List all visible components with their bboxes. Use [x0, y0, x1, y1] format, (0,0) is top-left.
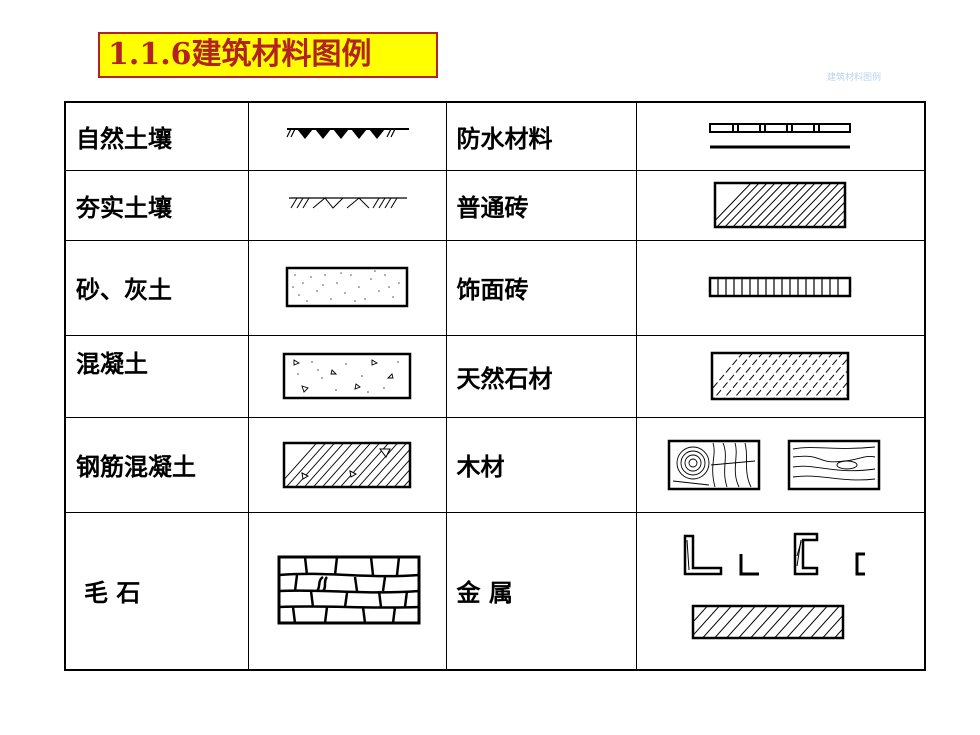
reinforced-concrete-pattern-icon — [282, 441, 412, 488]
legend-row: 混凝土 天然石材 — [64, 334, 926, 418]
facing-brick-pattern-icon — [709, 276, 852, 297]
waterproof-pattern-icon — [709, 123, 852, 149]
symbol-reinforced-concrete — [247, 416, 447, 513]
symbol-common-brick — [635, 169, 926, 241]
natural-soil-pattern-icon — [286, 128, 409, 140]
symbol-rubble-stone — [247, 511, 447, 671]
metal-pattern-icon — [684, 532, 866, 639]
brick-hatch-icon — [714, 181, 847, 229]
label-common-brick: 普通砖 — [445, 169, 637, 241]
label-wood: 木材 — [445, 416, 637, 513]
label-natural-soil: 自然土壤 — [64, 101, 249, 171]
symbol-natural-stone — [635, 334, 926, 418]
label-metal: 金 属 — [445, 511, 637, 671]
symbol-natural-soil — [247, 101, 447, 171]
natural-stone-hatch-icon — [711, 351, 850, 401]
label-natural-stone: 天然石材 — [445, 334, 637, 418]
label-rubble-stone: 毛 石 — [64, 511, 249, 671]
symbol-sand-lime-soil — [247, 239, 447, 336]
label-compacted-soil: 夯实土壤 — [64, 169, 249, 241]
compacted-soil-pattern-icon — [289, 197, 407, 209]
label-concrete: 混凝土 — [64, 334, 249, 418]
symbol-metal — [635, 511, 926, 671]
wood-pattern-icon — [668, 439, 881, 490]
legend-row: 钢筋混凝土 木材 — [64, 416, 926, 513]
label-facing-brick: 饰面砖 — [445, 239, 637, 336]
label-sand-lime-soil: 砂、灰土 — [64, 239, 249, 336]
material-legend-table: 自然土壤 防水材料 — [64, 101, 926, 671]
legend-row: 砂、灰土 饰面砖 — [64, 239, 926, 336]
concrete-pattern-icon — [282, 352, 412, 400]
watermark: 建筑材料图例 — [827, 73, 882, 83]
symbol-compacted-soil — [247, 169, 447, 241]
symbol-concrete — [247, 334, 447, 418]
rubble-stone-pattern-icon — [277, 555, 421, 625]
symbol-facing-brick — [635, 239, 926, 336]
legend-row: 夯实土壤 普通砖 — [64, 169, 926, 241]
label-reinforced-concrete: 钢筋混凝土 — [64, 416, 249, 513]
sand-pattern-icon — [285, 266, 409, 307]
symbol-waterproof-material — [635, 101, 926, 171]
legend-row: 自然土壤 防水材料 — [64, 101, 926, 171]
legend-row: 毛 石 金 属 — [64, 511, 926, 671]
symbol-wood — [635, 416, 926, 513]
label-waterproof-material: 防水材料 — [445, 101, 637, 171]
page-title: 1.1.6建筑材料图例 — [98, 32, 438, 78]
